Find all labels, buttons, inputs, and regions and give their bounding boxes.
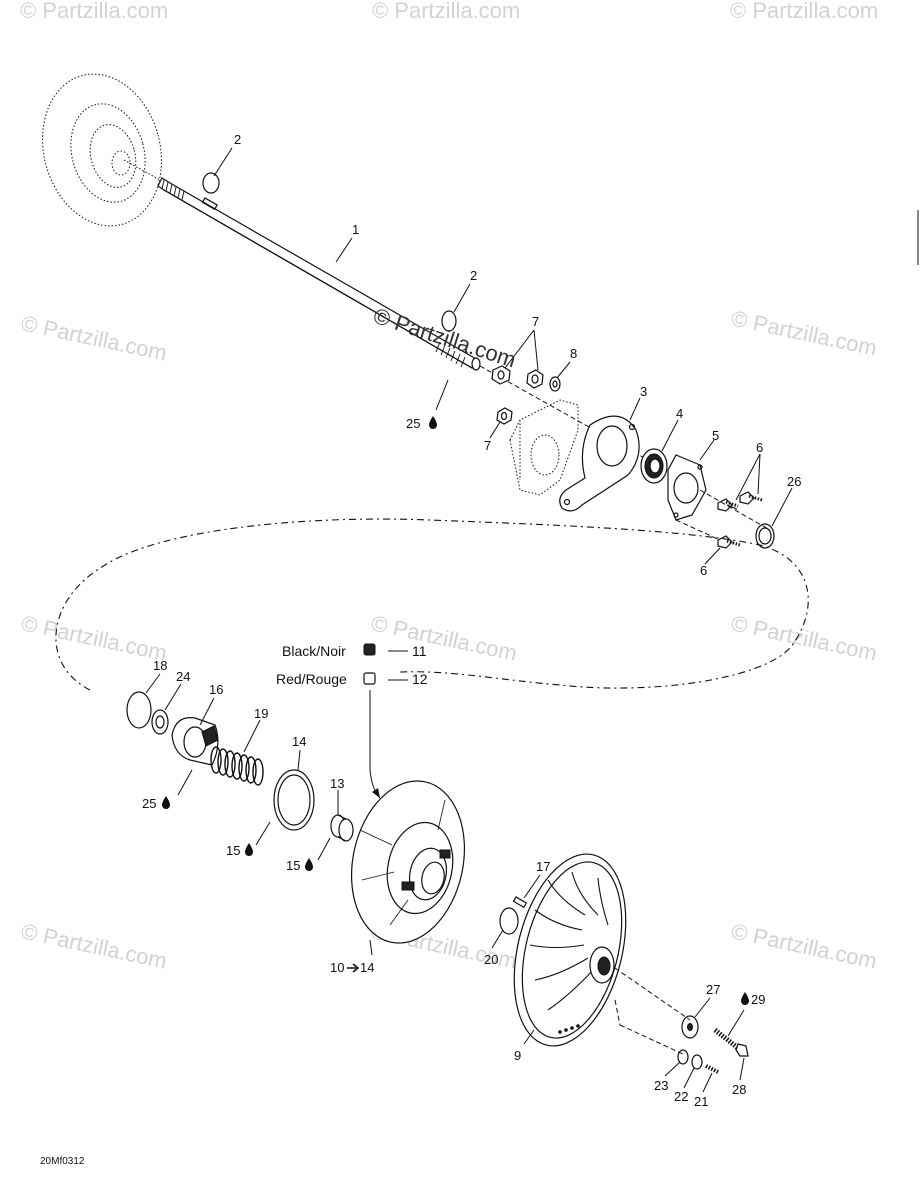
callouts: 2 1 2 7 8 25 3 7 4 5 6 26 6 18 24 16 19 …	[142, 132, 801, 1109]
bolt	[739, 491, 763, 505]
fixed-sheave	[513, 853, 627, 1047]
callout-20: 20	[484, 952, 498, 967]
callout-29: 29	[751, 992, 765, 1007]
watermark: © Partzilla.com	[19, 610, 169, 665]
callout-1: 1	[352, 222, 359, 237]
callout-13: 13	[330, 776, 344, 791]
spring	[210, 746, 264, 786]
retaining-ring	[126, 691, 152, 729]
callout-2: 2	[234, 132, 241, 147]
callout-16: 16	[209, 682, 223, 697]
callout-26: 26	[787, 474, 801, 489]
watermark: © Partzilla.com	[369, 610, 519, 665]
bearing	[640, 448, 668, 484]
washer	[677, 1049, 689, 1065]
callout-10: 10	[330, 960, 344, 975]
legend-black-ref: 11	[412, 643, 427, 659]
callout-6: 6	[756, 440, 763, 455]
callout-22: 22	[674, 1089, 688, 1104]
callout-15: 15	[286, 858, 300, 873]
callout-3: 3	[640, 384, 647, 399]
watermark-layer: © Partzilla.com © Partzilla.com © Partzi…	[19, 0, 879, 974]
weight-black-icon	[363, 643, 376, 656]
legend-red-ref: 12	[412, 671, 428, 687]
bushing	[330, 814, 354, 842]
leader-lines	[145, 147, 793, 1093]
watermark: © Partzilla.com	[729, 305, 879, 360]
callout-18: 18	[153, 658, 167, 673]
callout-23: 23	[654, 1078, 668, 1093]
range-arrow-icon	[347, 963, 360, 973]
watermark: © Partzilla.com	[729, 610, 879, 665]
lubricant-drop-icon	[741, 992, 749, 1006]
bolt	[717, 535, 741, 549]
callout-9: 9	[514, 1048, 521, 1063]
sliding-sheave	[350, 780, 466, 944]
set-screw	[705, 1064, 719, 1074]
o-ring	[441, 310, 457, 332]
engine-bracket-outline	[509, 399, 579, 496]
nut	[491, 365, 511, 385]
callout-25: 25	[406, 416, 420, 431]
color-legend: Black/Noir 11 Red/Rouge 12	[276, 643, 428, 799]
watermark: © Partzilla.com	[729, 918, 879, 973]
key	[512, 896, 528, 909]
diagram-code: 20Mf0312	[40, 1156, 85, 1167]
callout-21: 21	[694, 1094, 708, 1109]
callout-7: 7	[484, 438, 491, 453]
support-plate	[559, 415, 640, 512]
nut	[526, 369, 544, 389]
drive-belt-outline	[55, 518, 809, 691]
callout-24: 24	[176, 669, 190, 684]
watermark: © Partzilla.com	[19, 918, 169, 973]
countershaft	[157, 177, 649, 461]
callout-25: 25	[142, 796, 156, 811]
lubricant-drop-icon	[305, 858, 313, 872]
callout-5: 5	[712, 428, 719, 443]
lock-washer	[691, 1054, 703, 1070]
lubricant-drop-icon	[245, 843, 253, 857]
nut	[496, 407, 513, 425]
legend-red-label: Red/Rouge	[276, 671, 347, 687]
ring	[499, 907, 519, 935]
weight-red-icon	[363, 672, 376, 685]
callout-27: 27	[706, 982, 720, 997]
bearing-housing	[667, 454, 707, 521]
cam	[171, 717, 219, 766]
washer	[549, 376, 561, 392]
watermark: © Partzilla.com	[20, 0, 168, 23]
screw	[713, 1028, 749, 1057]
callout-4: 4	[676, 406, 683, 421]
callout-2: 2	[470, 268, 477, 283]
circlip	[755, 523, 775, 549]
watermark: © Partzilla.com	[372, 0, 520, 23]
o-ring	[202, 172, 220, 194]
callout-15: 15	[226, 843, 240, 858]
legend-black-label: Black/Noir	[282, 643, 346, 659]
callout-7: 7	[532, 314, 539, 329]
callout-17: 17	[536, 859, 550, 874]
watermark: © Partzilla.com	[19, 310, 169, 365]
bolt	[717, 498, 739, 512]
callout-6: 6	[700, 563, 707, 578]
lubricant-drop-icon	[162, 796, 170, 810]
callout-19: 19	[254, 706, 268, 721]
drive-pulley-outline	[42, 73, 162, 227]
callout-28: 28	[732, 1082, 746, 1097]
watermark: © Partzilla.com	[730, 0, 878, 23]
washer	[151, 709, 169, 735]
callout-14: 14	[360, 960, 374, 975]
washer	[681, 1015, 699, 1039]
callout-8: 8	[570, 346, 577, 361]
lubricant-drop-icon	[429, 416, 437, 430]
slider-ring	[273, 769, 315, 831]
callout-14: 14	[292, 734, 306, 749]
